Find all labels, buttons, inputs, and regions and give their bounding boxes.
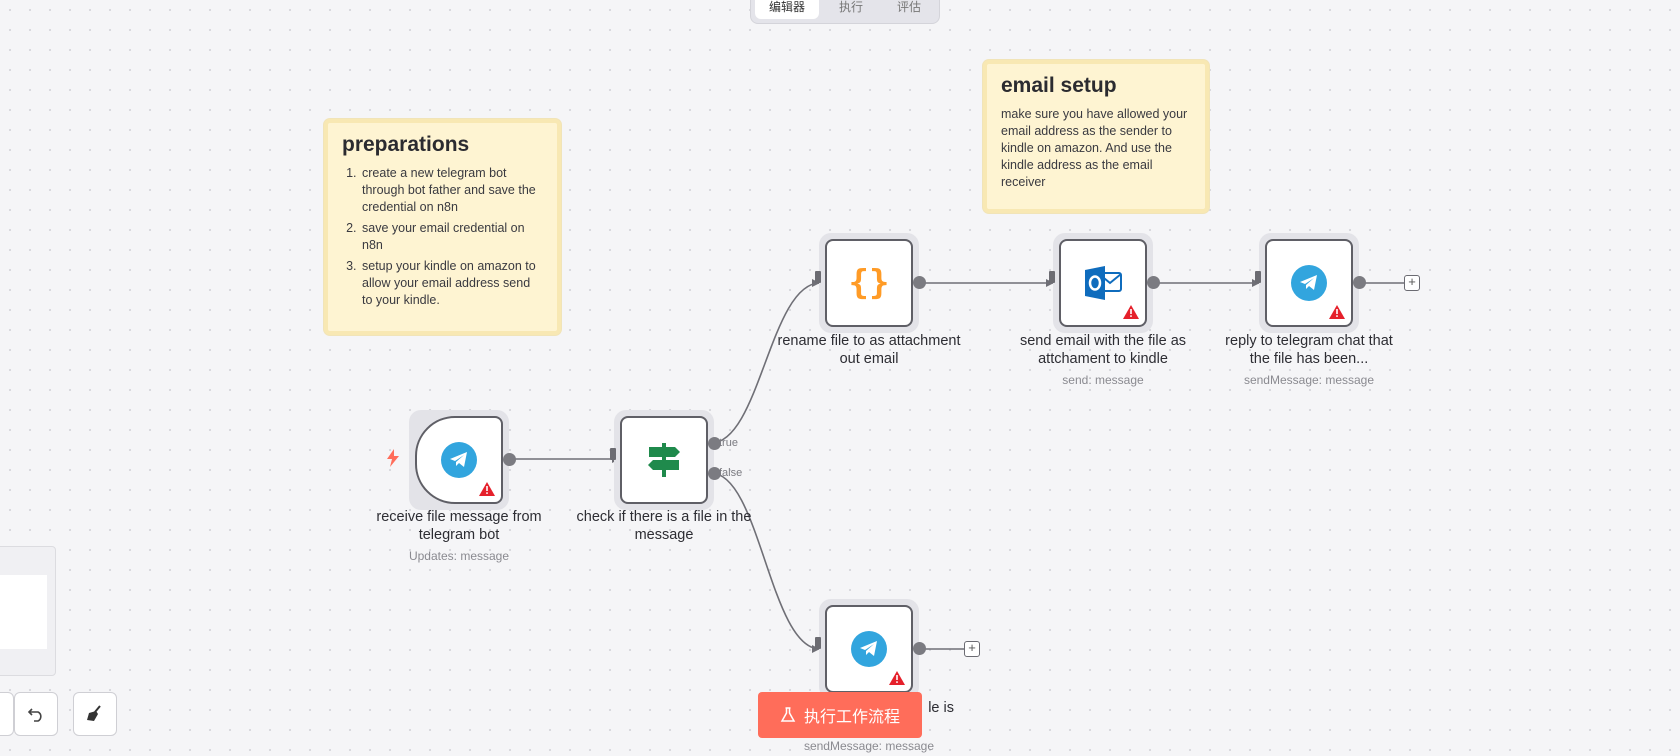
tab-evaluations[interactable]: 评估 — [897, 0, 922, 14]
node-title: rename file to as attachment out email — [777, 333, 961, 367]
node-title: send email with the file as attchament t… — [1019, 333, 1187, 367]
warning-icon — [1329, 305, 1345, 319]
input-port[interactable] — [1255, 271, 1261, 283]
node-box — [620, 416, 708, 504]
telegram-icon — [1291, 265, 1327, 301]
sticky-note-email-setup[interactable]: email setup make sure you have allowed y… — [983, 60, 1209, 213]
node-subtitle: send: message — [1062, 373, 1144, 387]
warning-icon — [889, 671, 905, 685]
code-braces-icon: {} — [848, 263, 890, 303]
if-signpost-icon — [648, 443, 680, 477]
side-panel — [0, 546, 56, 676]
warning-icon — [479, 482, 495, 496]
add-node-button[interactable]: + — [1404, 275, 1420, 291]
port-label-true: true — [719, 437, 738, 449]
sticky-list-item: save your email credential on n8n — [360, 220, 543, 254]
node-title: check if there is a file in the message — [576, 509, 752, 543]
output-port[interactable] — [913, 642, 926, 655]
telegram-icon — [851, 631, 887, 667]
side-panel-content — [0, 575, 47, 649]
node-title: receive file message from telegram bot — [376, 509, 542, 543]
broom-icon — [87, 705, 101, 721]
trigger-bolt-icon — [387, 449, 399, 467]
node-title: le is — [928, 700, 954, 716]
outlook-icon — [1085, 266, 1122, 300]
view-tabs: 编辑器 执行 评估 — [750, 0, 941, 24]
node-box — [415, 416, 503, 504]
sticky-list-item: setup your kindle on amazon to allow you… — [360, 258, 543, 309]
tab-executions[interactable]: 执行 — [839, 0, 864, 14]
undo-button[interactable] — [14, 692, 58, 736]
node-subtitle: sendMessage: message — [1243, 373, 1375, 387]
node-reply-telegram[interactable] — [1255, 233, 1366, 333]
execute-workflow-button[interactable]: 执行工作流程 — [758, 692, 922, 738]
tidy-up-button[interactable] — [73, 692, 117, 736]
telegram-icon — [441, 442, 477, 478]
node-subtitle: Updates: message — [408, 549, 510, 563]
input-port[interactable] — [815, 271, 821, 283]
output-port-true[interactable] — [708, 437, 721, 450]
input-port[interactable] — [815, 637, 821, 649]
tab-editor[interactable]: 编辑器 — [755, 0, 820, 19]
node-box: {} — [825, 239, 913, 327]
edge-false-to-reply — [710, 472, 821, 650]
output-port-false[interactable] — [708, 467, 721, 480]
undo-icon — [27, 708, 42, 722]
node-box — [1265, 239, 1353, 327]
node-title: reply to telegram chat that the file has… — [1225, 333, 1393, 367]
add-node-button[interactable]: + — [964, 641, 980, 657]
node-rename-file[interactable]: {} — [815, 233, 926, 333]
output-port[interactable] — [1147, 276, 1160, 289]
sticky-body: make sure you have allowed your email ad… — [1001, 107, 1188, 189]
zoom-button[interactable] — [0, 692, 14, 736]
node-box — [1059, 239, 1147, 327]
flask-icon — [780, 707, 796, 722]
input-port[interactable] — [610, 448, 616, 460]
execute-workflow-label: 执行工作流程 — [803, 707, 900, 726]
port-label-false: false — [719, 467, 743, 479]
node-send-email[interactable] — [1049, 233, 1160, 333]
warning-icon — [1123, 305, 1139, 319]
node-box — [825, 605, 913, 693]
node-subtitle: sendMessage: message — [803, 739, 935, 753]
input-port[interactable] — [1049, 271, 1055, 283]
output-port[interactable] — [913, 276, 926, 289]
sticky-list: create a new telegram bot through bot fa… — [342, 165, 543, 309]
output-port[interactable] — [503, 453, 516, 466]
sticky-list-item: create a new telegram bot through bot fa… — [360, 165, 543, 216]
output-port[interactable] — [1353, 276, 1366, 289]
node-check-if-file[interactable]: true false — [610, 410, 742, 510]
sticky-title: preparations — [342, 133, 470, 156]
node-receive-file-message[interactable] — [409, 410, 516, 510]
sticky-note-preparations[interactable]: preparations create a new telegram bot t… — [324, 119, 561, 335]
sticky-title: email setup — [1001, 74, 1117, 97]
node-false-reply-telegram[interactable] — [815, 599, 926, 699]
